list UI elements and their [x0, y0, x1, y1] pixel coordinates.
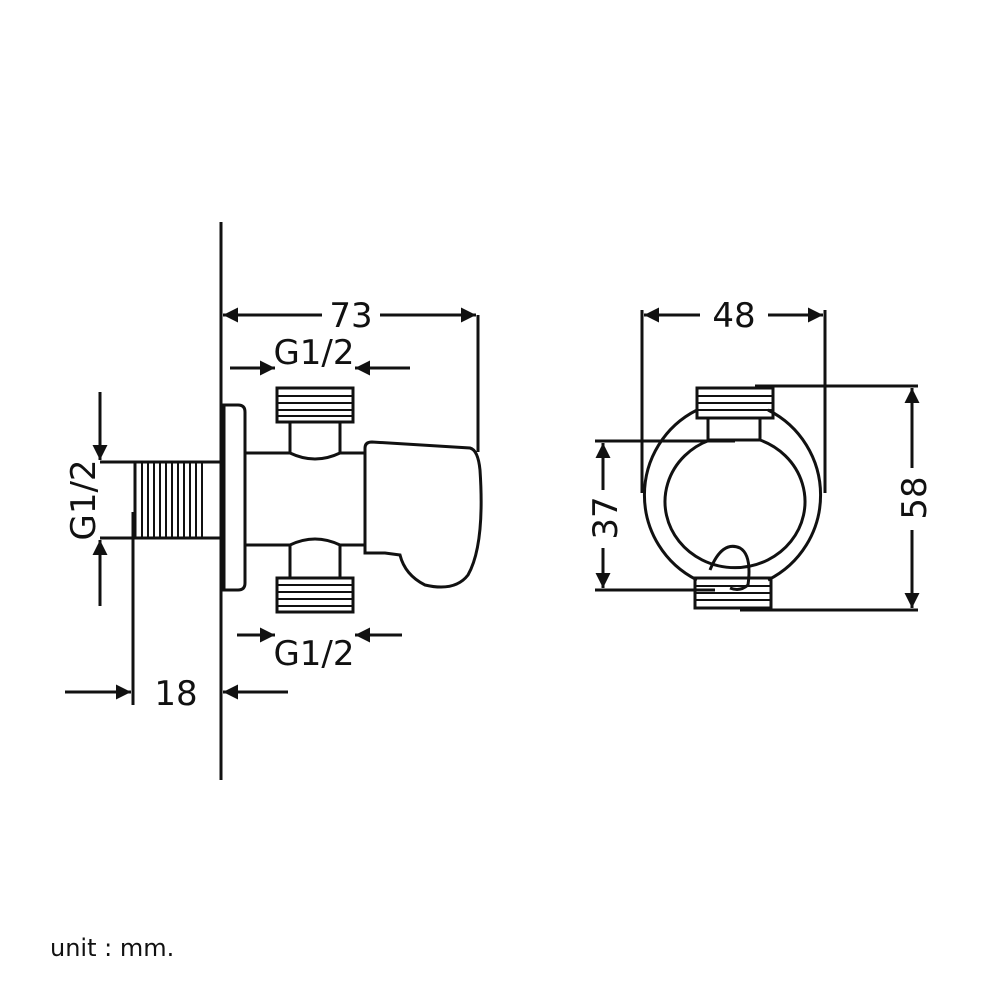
inner-ring	[663, 438, 807, 570]
side-top-thread	[695, 386, 775, 420]
dim-73-label: 73	[329, 296, 372, 336]
valve-body	[245, 451, 365, 547]
side-view	[642, 386, 823, 610]
side-bottom-thread	[693, 576, 773, 610]
wall-flange	[222, 403, 247, 592]
top-outlet-neck	[288, 420, 342, 453]
dim-top-thread-label: G1/2	[273, 333, 354, 373]
bottom-outlet-neck	[288, 545, 342, 580]
front-view	[133, 222, 483, 780]
valve-handle	[363, 440, 483, 589]
dim-58-label: 58	[895, 476, 935, 519]
bottom-outlet-thread	[275, 576, 355, 614]
dim-inlet-thread-label: G1/2	[64, 459, 104, 540]
dim-bottom-thread-label: G1/2	[273, 634, 354, 674]
side-dimensions	[595, 307, 920, 612]
dim-37-label: 37	[586, 496, 626, 539]
front-dimensions	[65, 307, 480, 705]
unit-note: unit : mm.	[50, 934, 174, 962]
dim-48-label: 48	[712, 296, 755, 336]
outer-ring	[642, 408, 698, 582]
top-outlet-thread	[275, 386, 355, 424]
inlet-thread	[133, 460, 224, 540]
dim-18-label: 18	[154, 674, 197, 714]
